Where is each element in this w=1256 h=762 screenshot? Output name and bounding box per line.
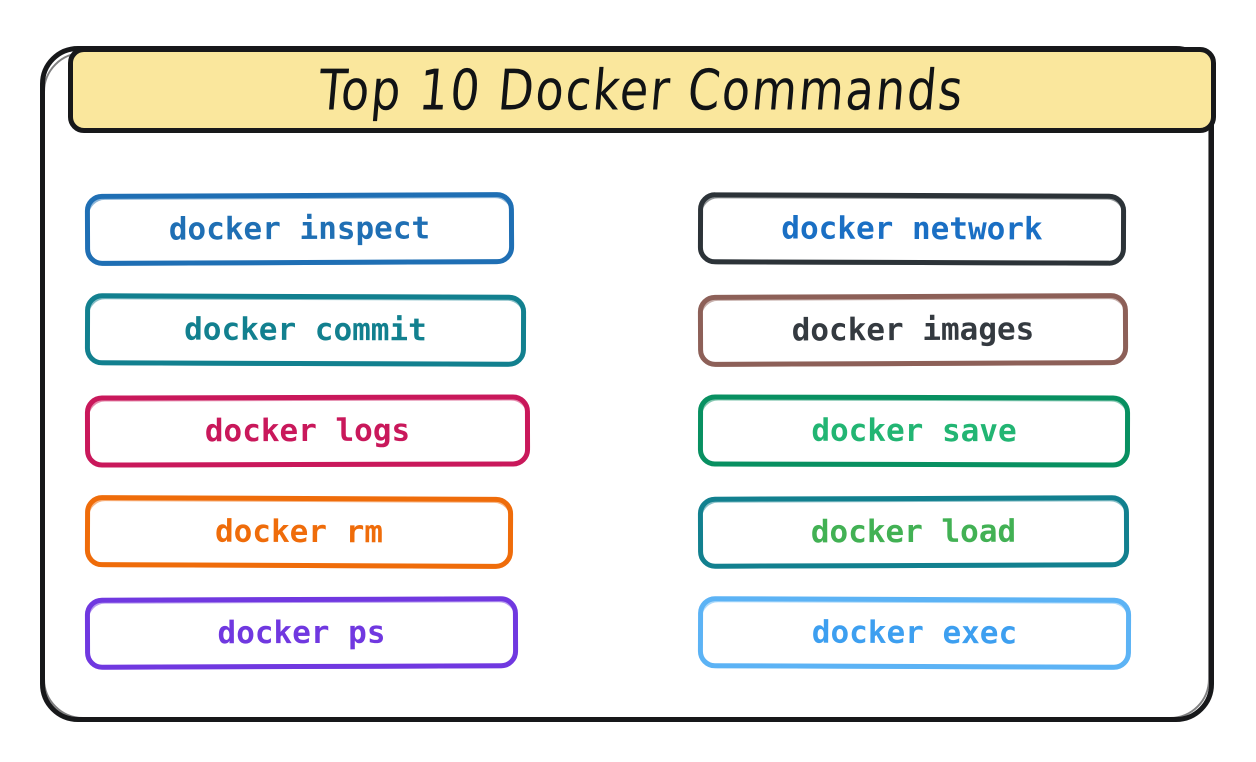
command-label: docker exec	[811, 614, 1018, 652]
command-box-docker-rm[interactable]: docker rm	[84, 495, 514, 569]
command-label: docker commit	[184, 311, 427, 349]
page-title: Top 10 Docker Commands	[316, 57, 968, 123]
command-column-left: docker inspect docker commit docker logs…	[84, 192, 533, 698]
command-box-docker-exec[interactable]: docker exec	[697, 596, 1132, 670]
command-box-docker-logs[interactable]: docker logs	[84, 394, 531, 468]
command-label: docker inspect	[168, 210, 431, 248]
command-box-docker-commit[interactable]: docker commit	[84, 293, 527, 367]
command-box-docker-save[interactable]: docker save	[697, 394, 1131, 468]
title-banner: Top 10 Docker Commands	[68, 47, 1216, 133]
command-box-docker-ps[interactable]: docker ps	[84, 596, 519, 670]
command-label: docker logs	[204, 412, 411, 450]
command-label: docker rm	[214, 513, 384, 551]
command-label: docker ps	[217, 614, 386, 652]
command-box-docker-inspect[interactable]: docker inspect	[84, 192, 515, 266]
command-box-docker-images[interactable]: docker images	[697, 293, 1129, 367]
command-box-docker-network[interactable]: docker network	[697, 192, 1127, 266]
command-label: docker save	[811, 412, 1017, 450]
command-column-right: docker network docker images docker save…	[697, 192, 1133, 698]
command-label: docker network	[781, 210, 1043, 248]
command-label: docker images	[791, 311, 1035, 349]
command-label: docker load	[810, 513, 1017, 551]
command-box-docker-load[interactable]: docker load	[697, 495, 1130, 569]
